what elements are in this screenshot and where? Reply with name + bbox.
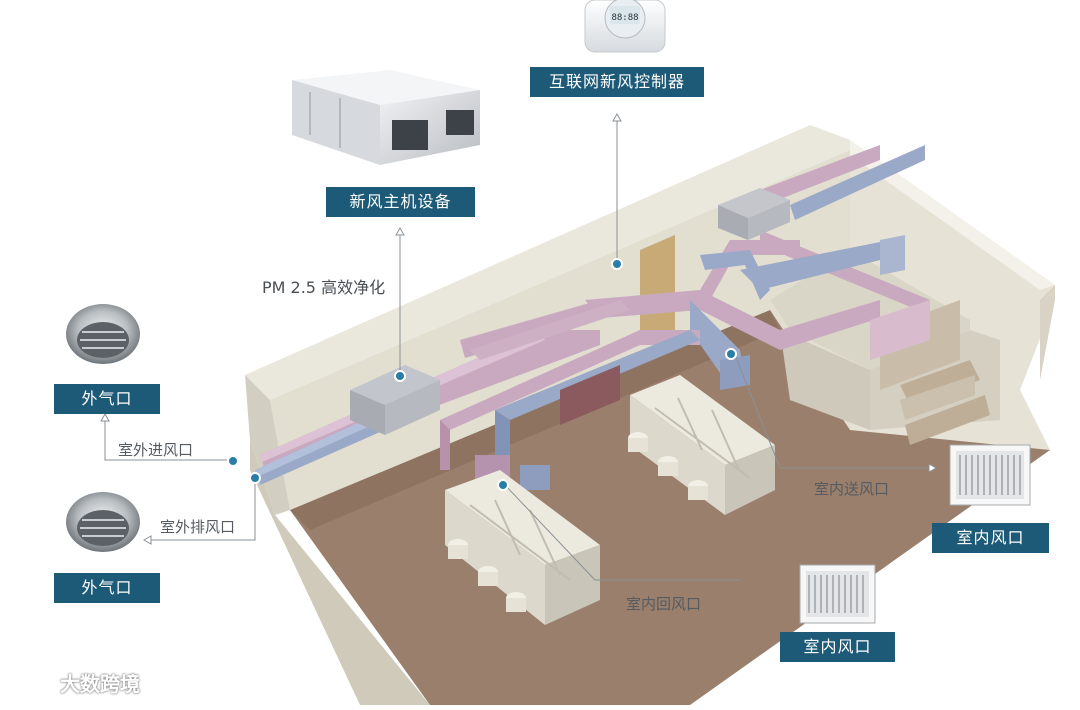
outdoor-intake-label: 室外进风口 (118, 439, 193, 460)
indoor-vent-bottom-image (800, 565, 875, 623)
indoor-return-label: 室内回风口 (626, 593, 701, 614)
indoor-vent-bottom-label: 室内风口 (780, 632, 895, 662)
thermostat-display: 88:88 (611, 13, 638, 23)
watermark-text: 大数跨境 (60, 668, 140, 697)
fresh-air-unit (292, 70, 480, 165)
indoor-vent-right-image (950, 445, 1030, 505)
outdoor-vent-top-label: 外气口 (54, 384, 160, 414)
outdoor-vent-bottom-image (66, 492, 140, 552)
watermark: 大数跨境 (10, 668, 140, 697)
door (640, 235, 675, 345)
thermostat-device (585, 0, 665, 52)
outdoor-vent-top-image (66, 304, 140, 364)
pm25-label: PM 2.5 高效净化 (262, 274, 385, 298)
weibo-logo-icon (10, 670, 54, 696)
indoor-supply-label: 室内送风口 (814, 478, 889, 499)
outdoor-vent-bottom-label: 外气口 (54, 573, 160, 603)
outdoor-exhaust-label: 室外排风口 (160, 516, 235, 537)
controller-label: 互联网新风控制器 (530, 67, 704, 97)
indoor-vent-right-label: 室内风口 (932, 523, 1049, 553)
main-unit-label: 新风主机设备 (326, 187, 475, 217)
